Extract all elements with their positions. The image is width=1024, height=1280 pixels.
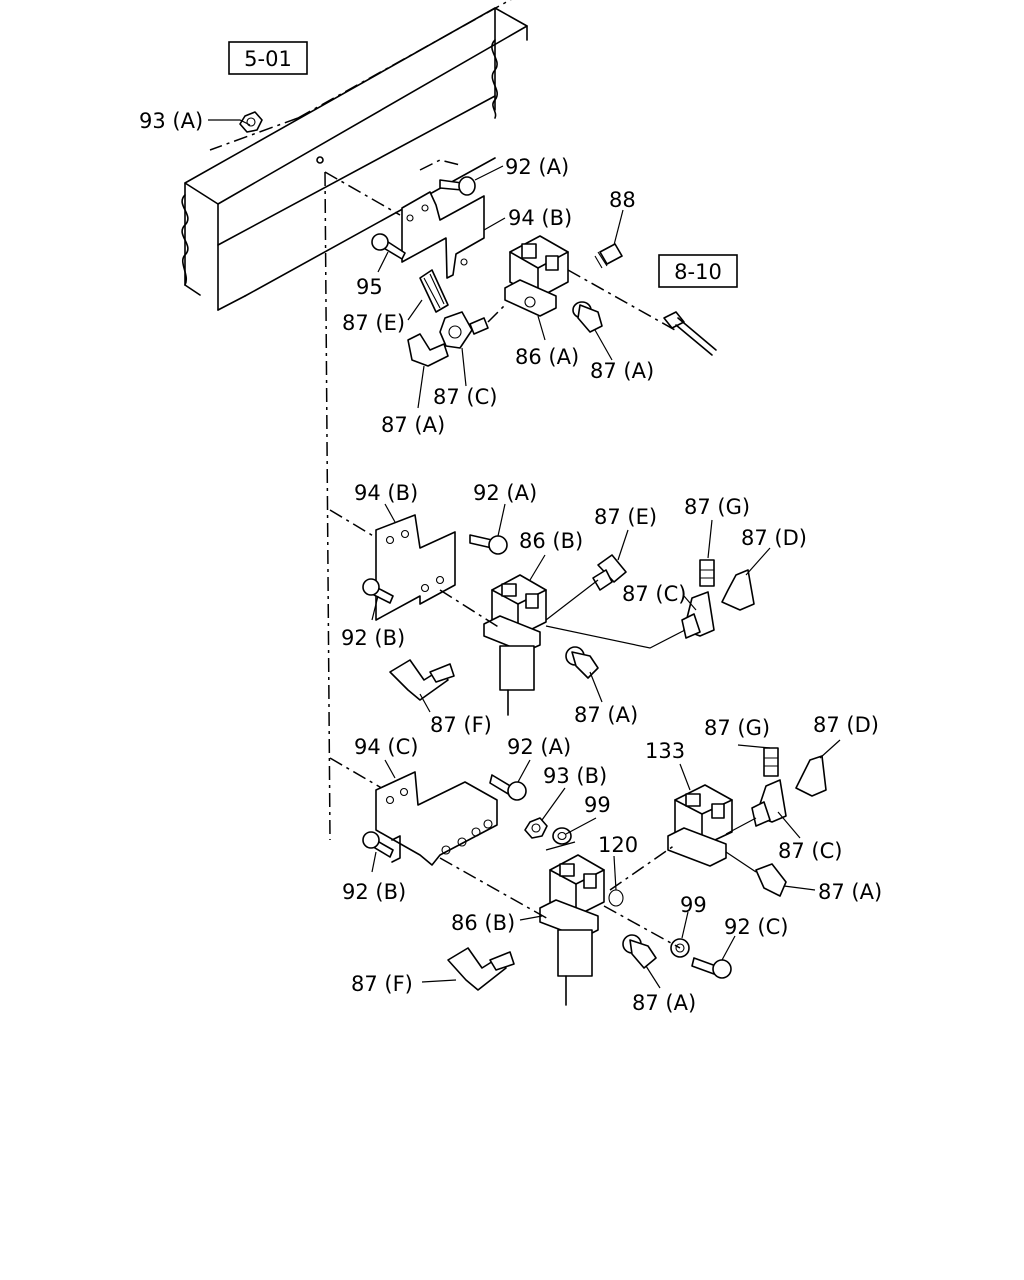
callout-label: 86 (B) (451, 911, 515, 935)
callout-label: 87 (G) (704, 716, 770, 740)
callout-label: 86 (A) (515, 345, 579, 369)
leader-lines (208, 119, 841, 989)
callout-label: 87 (D) (813, 713, 879, 737)
callout-label: 92 (A) (507, 735, 571, 759)
reference-label: 5-01 (244, 47, 292, 71)
callout-label: 93 (B) (543, 764, 607, 788)
callout-label: 87 (A) (381, 413, 445, 437)
callout-label: 133 (645, 739, 685, 763)
callout-label: 99 (584, 793, 611, 817)
callout-label: 94 (B) (354, 481, 418, 505)
callout-labels: 93 (A) 92 (A) 94 (B) 88 95 87 (E) 86 (A)… (139, 109, 882, 1015)
callout-label: 87 (A) (574, 703, 638, 727)
callout-label: 92 (A) (473, 481, 537, 505)
callout-label: 87 (F) (430, 713, 492, 737)
callout-label: 92 (B) (342, 880, 406, 904)
callout-label: 87 (A) (632, 991, 696, 1015)
callout-label: 94 (B) (508, 206, 572, 230)
callout-label: 86 (B) (519, 529, 583, 553)
middle-assembly (362, 514, 755, 716)
callout-label: 87 (D) (741, 526, 807, 550)
callout-label: 93 (A) (139, 109, 203, 133)
callout-label: 88 (609, 188, 636, 212)
routing-line (324, 171, 401, 841)
callout-label: 92 (C) (724, 915, 788, 939)
callout-label: 87 (E) (342, 311, 405, 335)
callout-label: 92 (A) (505, 155, 569, 179)
callout-label: 87 (E) (594, 505, 657, 529)
callout-label: 120 (598, 833, 638, 857)
reference-box-5-01: 5-01 (228, 41, 308, 75)
callout-label: 87 (F) (351, 972, 413, 996)
callout-label: 87 (C) (433, 385, 497, 409)
callout-label: 87 (A) (818, 880, 882, 904)
callout-label: 95 (356, 275, 383, 299)
upper-assembly (239, 111, 717, 367)
reference-label: 8-10 (674, 260, 722, 284)
callout-label: 94 (C) (354, 735, 418, 759)
reference-box-8-10: 8-10 (658, 254, 738, 288)
callout-label: 87 (A) (590, 359, 654, 383)
callout-label: 87 (G) (684, 495, 750, 519)
callout-label: 99 (680, 893, 707, 917)
callout-label: 87 (C) (778, 839, 842, 863)
frame-rail (181, 0, 528, 311)
callout-label: 92 (B) (341, 626, 405, 650)
callout-label: 87 (C) (622, 582, 686, 606)
